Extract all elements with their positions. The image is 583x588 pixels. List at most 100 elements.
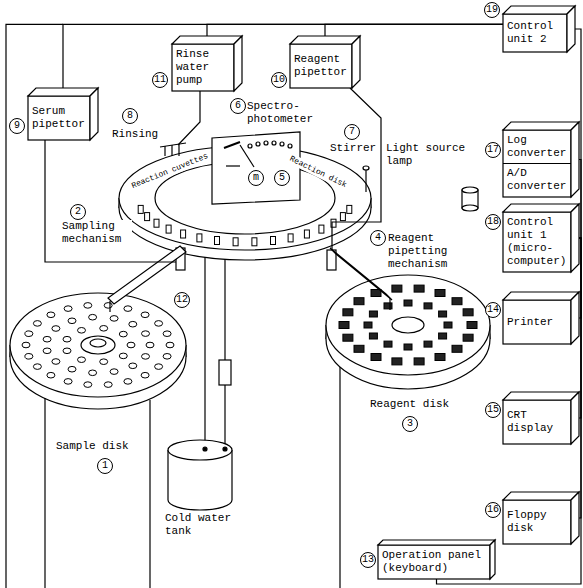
unit-box: Control unit 1 (micro- computer) bbox=[503, 204, 579, 272]
sample-cup bbox=[84, 382, 92, 388]
sample-disk-hub bbox=[81, 336, 115, 354]
box-side bbox=[234, 36, 242, 91]
sample-cup bbox=[163, 331, 171, 337]
callout-circle bbox=[275, 171, 290, 186]
cuvette bbox=[288, 234, 293, 242]
detector-dot bbox=[272, 141, 276, 145]
cuvette bbox=[347, 205, 352, 213]
cuvette bbox=[319, 225, 324, 233]
sample-cup bbox=[43, 348, 51, 354]
sample-cup bbox=[124, 306, 132, 312]
reagent-bottle bbox=[339, 322, 349, 329]
slit bbox=[226, 165, 240, 166]
stirrer-and-lamp bbox=[363, 166, 478, 211]
box-body: Serum pipettor bbox=[28, 96, 90, 140]
reagent-disk bbox=[326, 275, 490, 389]
sample-cup bbox=[25, 354, 33, 360]
signal-line bbox=[437, 238, 582, 584]
part-label: Cold water tank bbox=[165, 512, 241, 538]
cuvette bbox=[197, 234, 202, 242]
box-side bbox=[571, 492, 579, 544]
reagent-bottle bbox=[424, 341, 432, 347]
rinse-tube bbox=[178, 91, 200, 145]
sample-cup bbox=[110, 316, 118, 322]
part-label: Light source lamp bbox=[386, 142, 470, 168]
box-top bbox=[503, 492, 579, 500]
box-label: Rinse water pump bbox=[176, 48, 230, 87]
callout-circle bbox=[486, 215, 501, 230]
callout-circle bbox=[249, 171, 264, 186]
sample-cup bbox=[119, 331, 127, 337]
sample-cup bbox=[33, 321, 41, 327]
sample-cup bbox=[142, 331, 150, 337]
sample-disk-hub bbox=[90, 339, 106, 347]
callout-number: 7 bbox=[344, 125, 360, 139]
sample-cup bbox=[47, 372, 55, 378]
reagent-bottle bbox=[463, 309, 473, 316]
pipe-end bbox=[203, 447, 207, 451]
cuvette bbox=[271, 237, 276, 245]
callout-circle bbox=[231, 99, 246, 114]
callout-number: 15 bbox=[485, 403, 501, 417]
reagent-bottle bbox=[435, 354, 445, 361]
detector-dot bbox=[248, 144, 252, 148]
callout-number: 8 bbox=[122, 109, 138, 123]
unit-box: Reagent pipettor bbox=[290, 36, 360, 88]
cuvette-slots bbox=[138, 205, 352, 245]
box-body: Control unit 1 (micro- computer) bbox=[503, 212, 571, 272]
sample-cup bbox=[163, 354, 171, 360]
rinse-nozzle bbox=[178, 144, 179, 156]
reagent-bottle bbox=[452, 298, 462, 305]
spectrophotometer bbox=[212, 132, 300, 204]
part-label: Sample disk bbox=[56, 440, 129, 453]
callout-circle bbox=[175, 293, 190, 308]
reagent-bottle bbox=[414, 358, 424, 365]
sample-cup bbox=[129, 321, 137, 327]
box-front bbox=[503, 130, 571, 197]
sample-cup bbox=[104, 303, 112, 309]
sample-cup bbox=[52, 326, 60, 332]
reagent-bottle bbox=[384, 303, 392, 309]
box-front bbox=[503, 400, 571, 444]
cable bbox=[44, 398, 45, 588]
callout-circle bbox=[361, 553, 376, 568]
divider-line bbox=[503, 163, 571, 164]
sample-disk bbox=[10, 293, 186, 409]
box-label: Control unit 1 (micro- computer) bbox=[507, 216, 567, 268]
callout-circle bbox=[153, 73, 168, 88]
detector-dot bbox=[288, 144, 292, 148]
reagent-tube bbox=[332, 88, 381, 250]
sample-cup bbox=[84, 303, 92, 309]
rinse-nozzle bbox=[171, 145, 172, 156]
sample-cup bbox=[63, 336, 71, 342]
sample-cup bbox=[119, 353, 127, 359]
cuvette bbox=[181, 230, 186, 238]
unit-box: Printer bbox=[503, 292, 579, 344]
callout-number: 4 bbox=[370, 231, 386, 245]
reagent-bottle bbox=[354, 298, 364, 305]
tubing bbox=[45, 88, 381, 588]
box-label: Operation panel (keyboard) bbox=[382, 549, 486, 575]
reagent-bottle bbox=[404, 300, 412, 306]
reagent-disk-top bbox=[326, 275, 490, 375]
cuvette bbox=[233, 238, 238, 246]
stirrer-rod bbox=[365, 170, 366, 192]
callout-circles bbox=[10, 3, 501, 568]
sample-cup bbox=[155, 321, 163, 327]
sample-cup bbox=[64, 379, 72, 385]
sample-cup bbox=[142, 354, 150, 360]
light-path bbox=[240, 145, 254, 167]
callout-number: 6 bbox=[230, 99, 246, 113]
callout-number: 14 bbox=[485, 303, 501, 317]
callout-circle bbox=[98, 459, 113, 474]
sample-cup bbox=[64, 306, 72, 312]
box-side bbox=[90, 88, 98, 140]
box-side bbox=[571, 204, 579, 272]
box-label: Serum pipettor bbox=[32, 105, 86, 131]
box-body: Rinse water pump bbox=[172, 44, 234, 91]
cuvette bbox=[304, 230, 309, 238]
reagent-bottle bbox=[384, 341, 392, 347]
pipe bbox=[204, 245, 205, 447]
sample-cups bbox=[22, 303, 174, 388]
